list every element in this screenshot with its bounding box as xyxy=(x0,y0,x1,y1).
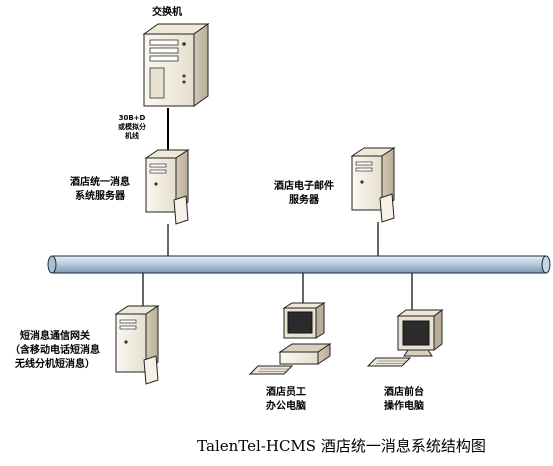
sms-gateway-label-line: 无线分机短消息） xyxy=(15,359,95,370)
sms-gateway-label-line: （含移动电话短消息 xyxy=(10,345,100,356)
server-icon xyxy=(114,305,160,385)
link-label-line: 机线 xyxy=(125,132,139,140)
connectors xyxy=(142,108,413,318)
link-label-line: 30B+D xyxy=(118,114,146,122)
server-icon xyxy=(144,149,190,225)
frontdesk-pc-label: 酒店前台 操作电脑 xyxy=(384,386,424,414)
frontdesk-pc-label-line: 操作电脑 xyxy=(384,401,424,412)
mail-server-label: 酒店电子邮件 服务器 xyxy=(274,180,334,208)
diagram-caption: TalenTel-HCMS 酒店统一消息系统结构图 xyxy=(197,437,486,455)
tower-server-icon xyxy=(142,23,210,107)
staff-pc-label: 酒店员工 办公电脑 xyxy=(266,386,306,414)
server-icon xyxy=(350,147,396,223)
switch-label: 交换机 xyxy=(152,7,182,18)
ums-server-label-line: 酒店统一消息 xyxy=(70,177,130,188)
sms-gateway-label-line: 短消息通信网关 xyxy=(20,331,90,342)
frontdesk-pc-label-line: 酒店前台 xyxy=(384,387,424,398)
mail-server-label-line: 酒店电子邮件 xyxy=(274,181,334,192)
link-label-line: 或模拟分 xyxy=(118,123,146,131)
link-label: 30B+D 或模拟分 机线 xyxy=(118,114,146,141)
staff-pc-label-line: 办公电脑 xyxy=(266,401,306,412)
sms-gateway-label: 短消息通信网关 （含移动电话短消息 无线分机短消息） xyxy=(10,330,100,372)
network-bus xyxy=(47,255,551,274)
desktop-pc-icon xyxy=(248,302,332,375)
monitor-pc-icon xyxy=(366,309,444,367)
mail-server-label-line: 服务器 xyxy=(289,195,319,206)
ums-server-label-line: 系统服务器 xyxy=(75,191,125,202)
staff-pc-label-line: 酒店员工 xyxy=(266,387,306,398)
ums-server-label: 酒店统一消息 系统服务器 xyxy=(70,176,130,204)
